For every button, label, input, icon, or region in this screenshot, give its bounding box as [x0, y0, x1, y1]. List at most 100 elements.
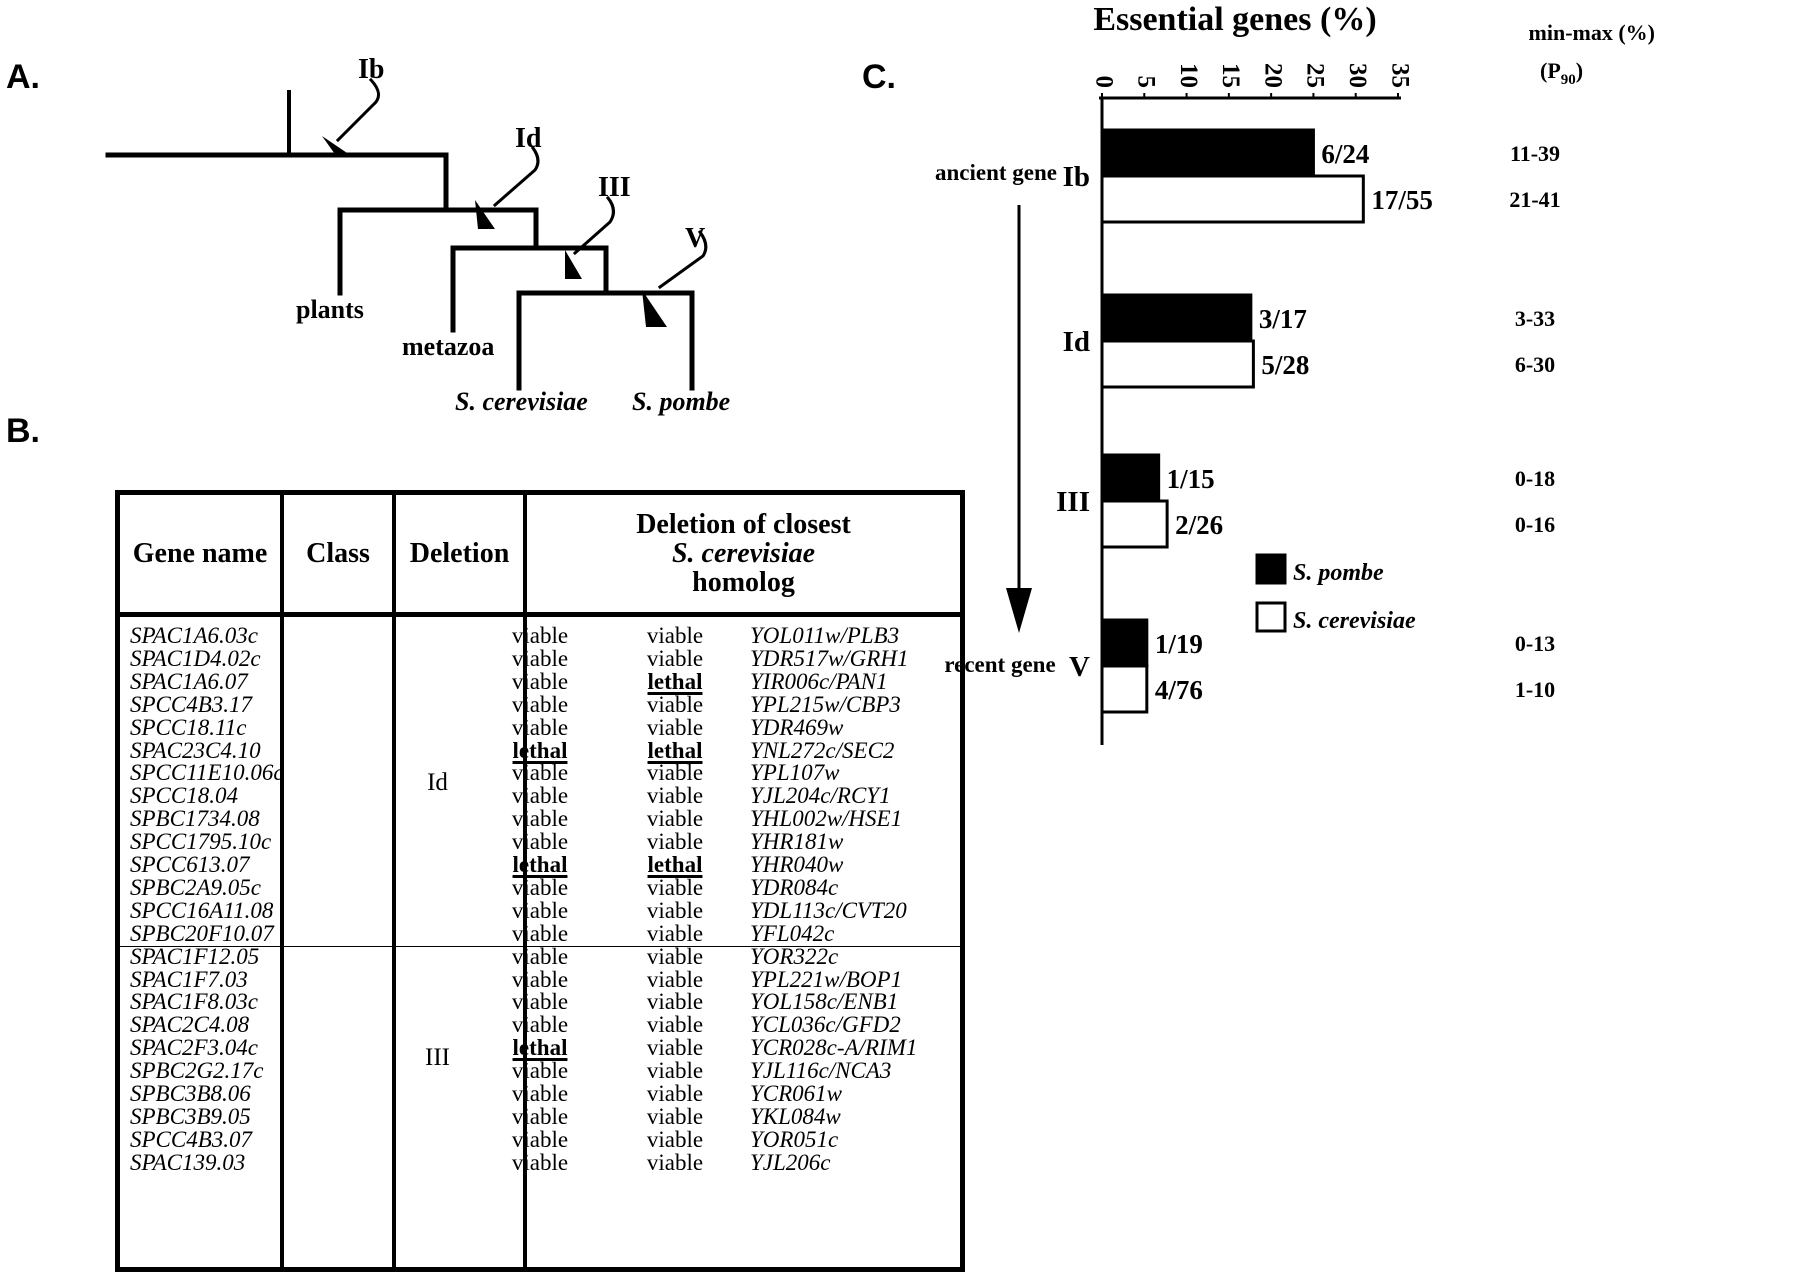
- gene-name: SPBC3B9.05: [130, 1103, 251, 1129]
- homolog-deletion-status: lethal: [647, 668, 703, 694]
- table-header: Gene name Class Deletion Deletion of clo…: [120, 495, 960, 617]
- header-homolog: Deletion of closest S. cerevisiae homolo…: [527, 495, 960, 612]
- homolog-deletion-status: viable: [646, 920, 704, 946]
- deletion-status: viable: [511, 806, 569, 832]
- deletion-status: viable: [511, 943, 569, 969]
- class-label: III: [425, 1044, 450, 1072]
- time-arrow-head: [1006, 588, 1032, 633]
- homolog-deletion-status: viable: [646, 829, 704, 855]
- x-tick-label: 25: [1302, 63, 1329, 88]
- minmax-value: 21-41: [1509, 187, 1560, 212]
- homolog-deletion-status: viable: [646, 1081, 704, 1106]
- minmax-value: 0-13: [1515, 631, 1555, 656]
- header-deletion: Deletion: [409, 538, 510, 569]
- arrow-ib-head: [322, 136, 353, 157]
- homolog-name: YDR084c: [750, 874, 839, 900]
- homolog-deletion-status: viable: [646, 645, 704, 671]
- homolog-deletion-status: viable: [646, 691, 704, 717]
- gene-name: SPCC4B3.17: [130, 691, 253, 717]
- deletion-status: viable: [511, 691, 569, 717]
- chart-title: Essential genes (%): [1093, 1, 1376, 38]
- deletion-status: lethal: [512, 852, 568, 877]
- homolog-deletion-status: viable: [646, 897, 704, 923]
- homolog-name: YCL036c/GFD2: [750, 1012, 901, 1038]
- homolog-deletion-status: viable: [646, 874, 704, 900]
- homolog-deletion-status: viable: [646, 1012, 704, 1038]
- column-divider: [392, 495, 396, 1267]
- arrow-iii-head: [565, 250, 582, 279]
- homolog-name: YOL158c/ENB1: [750, 989, 899, 1015]
- bar-data-label: 1/19: [1155, 629, 1203, 659]
- gene-name: SPBC3B8.06: [130, 1081, 251, 1106]
- deletion-status: lethal: [512, 1035, 568, 1061]
- gene-name: SPCC11E10.06c: [130, 760, 284, 786]
- homolog-name: YHL002w/HSE1: [750, 806, 903, 832]
- homolog-deletion-status: viable: [646, 989, 704, 1015]
- gene-name: SPCC18.11c: [130, 714, 247, 740]
- header-homolog-line2: S. cerevisiae: [671, 538, 816, 569]
- category-label: V: [1069, 651, 1090, 683]
- deletion-status: viable: [511, 989, 569, 1015]
- homolog-deletion-status: lethal: [647, 737, 703, 763]
- x-tick-label: 0: [1090, 76, 1117, 89]
- minmax-value: 0-18: [1515, 466, 1555, 491]
- minmax-subheader: (P90): [1540, 58, 1583, 88]
- header-homolog-line3: homolog: [692, 567, 795, 598]
- bar-s-pombe: [1100, 453, 1161, 503]
- bar-s-pombe: [1100, 128, 1315, 178]
- deletion-status: viable: [511, 1126, 569, 1152]
- homolog-name: YKL084w: [750, 1103, 841, 1129]
- deletion-status: viable: [511, 668, 569, 694]
- tree-plants-clade: [337, 207, 539, 296]
- x-tick-label: 20: [1259, 63, 1286, 88]
- legend-swatch-s-cerevisiae: [1255, 601, 1287, 633]
- bar-s-pombe: [1100, 618, 1149, 668]
- panel-label-b: B.: [6, 412, 40, 450]
- homolog-name: YJL116c/NCA3: [750, 1058, 892, 1084]
- arrow-label-ib: Ib: [358, 54, 384, 85]
- deletion-status: viable: [511, 645, 569, 671]
- minmax-value: 6-30: [1515, 352, 1555, 377]
- bar-data-label: 3/17: [1259, 304, 1307, 334]
- arrow-v-stem: [657, 229, 708, 290]
- ancient-gene-label: ancient gene: [935, 160, 1057, 185]
- tree-label-plants: plants: [296, 295, 364, 324]
- homolog-deletion-status: viable: [646, 1103, 704, 1129]
- deletion-status: viable: [511, 829, 569, 855]
- bar-s-cerevisiae: [1100, 174, 1365, 224]
- category-label: Id: [1063, 326, 1090, 358]
- gene-name: SPAC2C4.08: [130, 1012, 250, 1038]
- deletion-status: viable: [511, 897, 569, 923]
- category-label: III: [1056, 486, 1090, 518]
- gene-name: SPAC1D4.02c: [130, 645, 261, 671]
- homolog-name: YOR051c: [750, 1126, 839, 1152]
- gene-name: SPAC1A6.07: [130, 668, 248, 694]
- gene-name: SPCC1795.10c: [130, 829, 272, 855]
- bar-data-label: 17/55: [1371, 185, 1433, 215]
- homolog-deletion-status: viable: [646, 623, 704, 648]
- homolog-name: YOL011w/PLB3: [750, 623, 900, 648]
- gene-name: SPCC4B3.07: [130, 1126, 253, 1152]
- arrow-iii-stem: [572, 195, 615, 256]
- deletion-status: viable: [511, 966, 569, 992]
- gene-name: SPBC2G2.17c: [130, 1058, 264, 1084]
- homolog-name: YJL206c: [750, 1149, 831, 1175]
- minmax-value: 3-33: [1515, 306, 1555, 331]
- minmax-header: min-max (%): [1529, 20, 1655, 45]
- homolog-deletion-status: viable: [646, 714, 704, 740]
- gene-name: SPAC1F12.05: [130, 943, 260, 969]
- header-gene-name: Gene name: [132, 538, 268, 569]
- arrow-id-head: [475, 200, 495, 229]
- gene-name: SPAC23C4.10: [130, 737, 261, 763]
- homolog-name: YHR181w: [750, 829, 844, 855]
- tree-metazoa-clade: [450, 245, 609, 333]
